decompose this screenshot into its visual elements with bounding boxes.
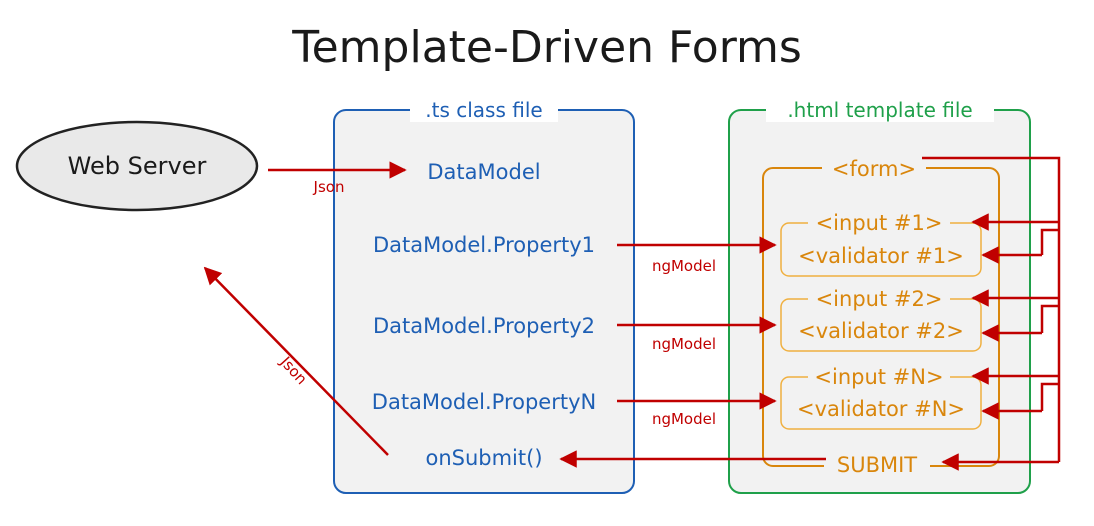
- ts-panel-label: .ts class file: [425, 98, 542, 122]
- bracket-group-1: [1040, 228, 1059, 255]
- ts-item-datamodel: DataModel: [427, 160, 540, 184]
- validator-n: <validator #N>: [797, 397, 965, 421]
- ts-item-propertyn: DataModel.PropertyN: [372, 390, 596, 414]
- label-json-out: Json: [276, 352, 311, 388]
- web-server-node: Web Server: [15, 120, 259, 212]
- diagram-title: Template-Driven Forms: [291, 22, 802, 73]
- arrows: [203, 156, 1061, 471]
- web-server-label: Web Server: [68, 152, 207, 180]
- ts-item-property1: DataModel.Property1: [373, 233, 595, 257]
- form-trunk: [922, 156, 1061, 462]
- ts-item-onsubmit: onSubmit(): [425, 446, 542, 470]
- html-template-panel: .html template file <form> <input #1> <v…: [728, 98, 1031, 494]
- input-n: <input #N>: [814, 365, 943, 389]
- validator-2: <validator #2>: [798, 319, 964, 343]
- label-json-in: Json: [313, 178, 345, 196]
- label-ngmodel-1: ngModel: [652, 257, 716, 275]
- label-ngmodel-2: ngModel: [652, 335, 716, 353]
- input-1: <input #1>: [816, 211, 943, 235]
- validator-1: <validator #1>: [798, 244, 964, 268]
- ts-item-property2: DataModel.Property2: [373, 314, 595, 338]
- ts-class-panel: .ts class file DataModel DataModel.Prope…: [333, 98, 635, 494]
- form-group-1: <input #1> <validator #1>: [780, 211, 982, 277]
- arrow-json-out: [203, 266, 389, 456]
- label-ngmodel-3: ngModel: [652, 410, 716, 428]
- form-tag: <form>: [832, 157, 916, 181]
- html-panel-label: .html template file: [787, 98, 972, 122]
- bracket-group-2: [1040, 304, 1059, 333]
- form-group-n: <input #N> <validator #N>: [780, 365, 982, 430]
- input-2: <input #2>: [816, 287, 943, 311]
- bracket-group-n: [1040, 382, 1059, 411]
- form-group-2: <input #2> <validator #2>: [780, 287, 982, 352]
- submit-tag: SUBMIT: [837, 453, 917, 477]
